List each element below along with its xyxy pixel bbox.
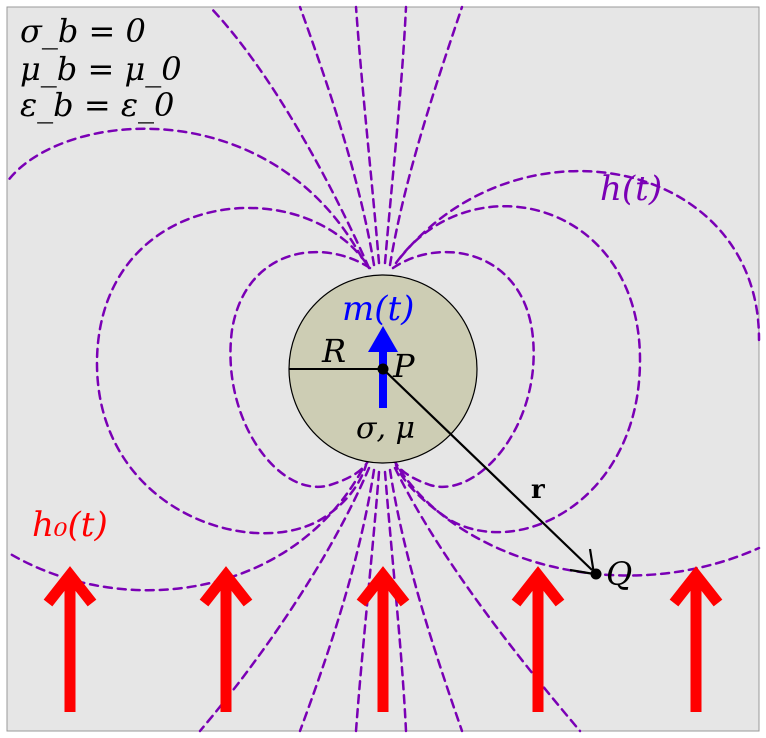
applied-field-arrow	[669, 566, 723, 712]
field-line-top-3	[383, 5, 408, 265]
field-line-bot-1	[298, 468, 376, 733]
field-lines	[5, 5, 761, 733]
field-line-bot-4	[388, 468, 464, 733]
sphere-properties-label: σ, μ	[356, 411, 415, 446]
field-line-top-1	[298, 5, 376, 267]
field-line-left-2	[95, 206, 368, 535]
field-line-right-3b	[398, 468, 761, 577]
field-line-left-3	[5, 127, 364, 260]
position-vector-label: r	[531, 475, 545, 505]
field-line-right-3	[398, 169, 761, 342]
field-line-left-3b	[5, 468, 364, 592]
mu-b-label: μ_b = μ_0	[20, 50, 182, 88]
field-line-left-1	[229, 250, 372, 488]
center-point-P	[377, 363, 389, 375]
moment-arrow	[368, 326, 398, 408]
observation-point-Q	[590, 568, 602, 580]
field-line-right-1	[391, 250, 535, 488]
applied-field-arrows	[43, 566, 723, 712]
applied-field-arrow	[511, 566, 565, 712]
center-label: P	[392, 347, 415, 385]
field-line-bot-3	[383, 470, 408, 733]
h-field-label: h(t)	[600, 169, 662, 209]
applied-field-arrow	[43, 566, 97, 712]
field-line-top-4	[388, 5, 464, 267]
field-line-bot-6	[393, 466, 582, 733]
m-moment-label: m(t)	[342, 289, 414, 329]
field-line-top-2	[354, 5, 381, 265]
applied-field-label: h₀(t)	[32, 505, 108, 545]
applied-field-arrow	[199, 566, 253, 712]
field-line-top-5	[208, 5, 371, 270]
sigma-b-label: σ_b = 0	[20, 12, 146, 50]
radius-label: R	[321, 332, 346, 370]
field-line-bot-5	[198, 466, 371, 733]
eps-b-label: ε_b = ε_0	[20, 86, 174, 124]
field-line-bot-2	[354, 470, 381, 733]
observation-point-label: Q	[606, 555, 632, 593]
applied-field-arrow	[356, 566, 410, 712]
